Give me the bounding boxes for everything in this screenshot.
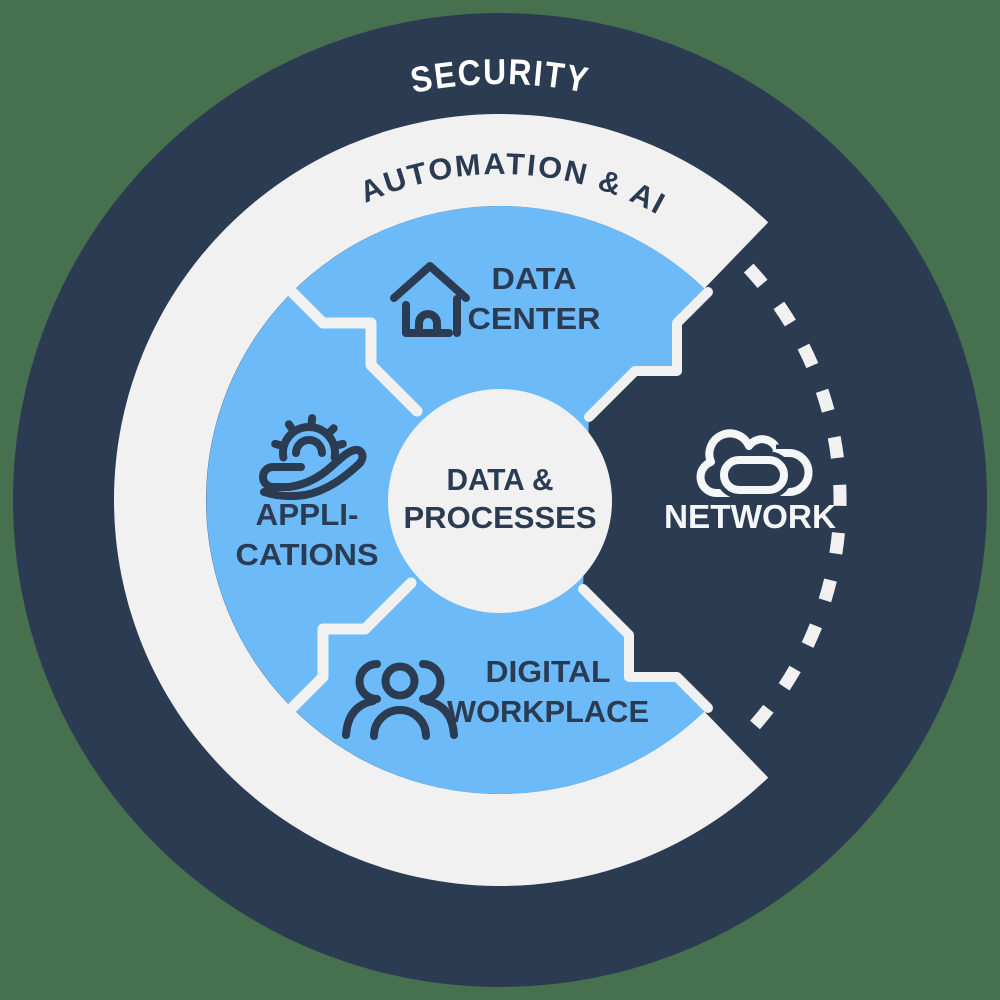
automation-ring bbox=[113, 113, 769, 887]
center-hub-circle bbox=[388, 389, 612, 613]
applications-label-line1: APPLI- bbox=[256, 497, 359, 532]
dashed-arc bbox=[743, 263, 847, 737]
network-label: NETWORK bbox=[664, 498, 836, 535]
divider-applications-workplace bbox=[286, 577, 417, 714]
segment-digital-workplace: DIGITAL WORKPLACE bbox=[342, 654, 649, 740]
segment-data-center: DATA CENTER bbox=[390, 261, 601, 337]
center-label-line1: DATA & bbox=[447, 462, 554, 497]
segment-applications: APPLI- CATIONS bbox=[236, 414, 379, 572]
center-hub: DATA & PROCESSES bbox=[404, 462, 597, 535]
hand-gear-icon bbox=[259, 414, 367, 500]
edge-datacenter-network bbox=[584, 287, 713, 422]
divider-datacenter-applications bbox=[286, 286, 423, 417]
cloud-link-icon bbox=[696, 429, 817, 501]
digital-workplace-label-line2: WORKPLACE bbox=[447, 694, 649, 729]
people-group-icon bbox=[342, 660, 458, 740]
center-label-line2: PROCESSES bbox=[404, 500, 597, 535]
data-center-house-icon bbox=[390, 262, 470, 337]
edge-workplace-network bbox=[578, 584, 713, 713]
segment-network: NETWORK bbox=[664, 429, 836, 535]
data-center-label-line2: CENTER bbox=[468, 301, 601, 336]
digital-workplace-label-line1: DIGITAL bbox=[486, 654, 611, 689]
data-center-label-line1: DATA bbox=[492, 261, 577, 296]
applications-label-line2: CATIONS bbox=[236, 537, 379, 572]
